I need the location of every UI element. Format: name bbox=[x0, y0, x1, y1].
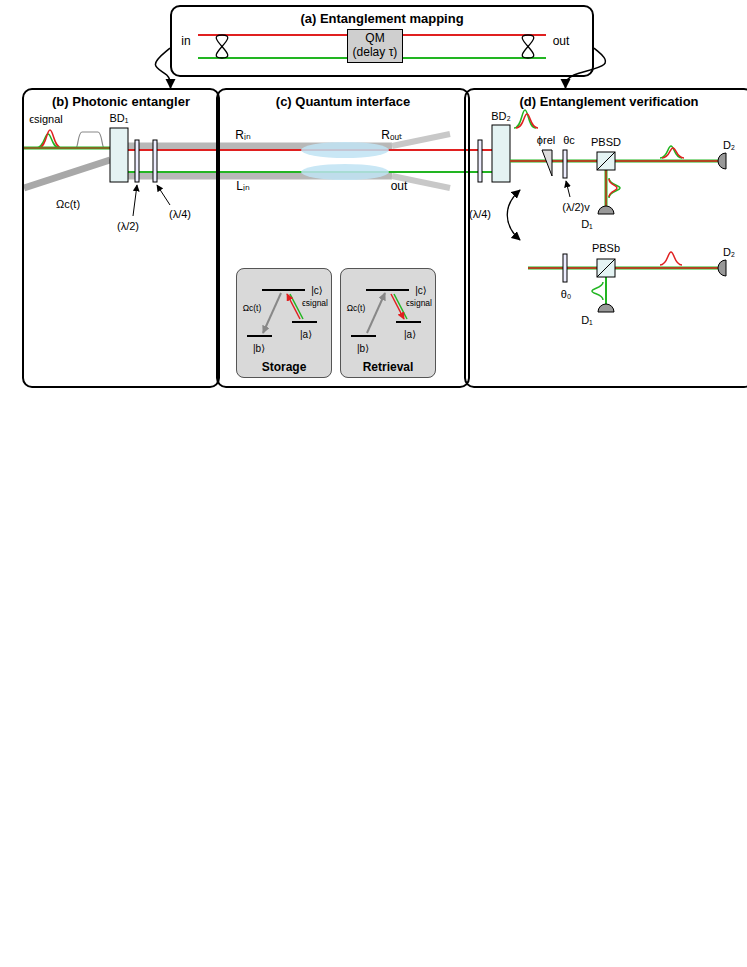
figure-label: D₂ bbox=[723, 246, 735, 258]
node-text: QM (delay τ) bbox=[350, 32, 400, 60]
figure-label: BD₂ bbox=[491, 110, 511, 122]
figure-label: |b⟩ bbox=[357, 343, 369, 354]
figure-label: |c⟩ bbox=[311, 285, 323, 296]
panel-box: (d) Entanglement verification bbox=[464, 88, 747, 388]
figure-label: |a⟩ bbox=[404, 329, 416, 340]
figure-label: (λ/4) bbox=[169, 208, 191, 220]
node-text: (b) Photonic entangler bbox=[24, 90, 218, 109]
figure-label: D₁ bbox=[581, 314, 593, 326]
figure-label: Lᵢₙ bbox=[236, 180, 249, 193]
figure-label: ϵsignal bbox=[406, 299, 432, 308]
figure-label: θ₀ bbox=[561, 288, 572, 300]
curved-arrow bbox=[155, 48, 170, 88]
curved-arrow bbox=[566, 48, 606, 88]
figure-label: PBSb bbox=[592, 242, 620, 254]
panel-box: (b) Photonic entangler bbox=[22, 88, 220, 388]
figure-label: (λ/2) bbox=[117, 220, 139, 232]
figure-label: θc bbox=[563, 134, 575, 146]
figure-label: out bbox=[553, 35, 570, 48]
figure-label: |c⟩ bbox=[415, 285, 427, 296]
node-text: (d) Entanglement verification bbox=[466, 90, 747, 109]
figure-label: Ωc(t) bbox=[347, 304, 366, 313]
storage-level-diagram bbox=[236, 268, 332, 378]
figure-label: (λ/4) bbox=[469, 208, 491, 220]
entangler-optics bbox=[24, 128, 492, 216]
figure-label: (λ/2)v bbox=[562, 201, 590, 213]
figure-label: |b⟩ bbox=[253, 343, 265, 354]
figure-label: Rₒᵤₜ bbox=[381, 129, 402, 142]
figure-label: ϕrel bbox=[537, 134, 555, 146]
figure-label: Rᵢₙ bbox=[235, 129, 250, 142]
figure-label: ϵsignal bbox=[302, 299, 328, 308]
node-text: Retrieval bbox=[363, 360, 414, 374]
figure-label: Ωc(t) bbox=[243, 304, 262, 313]
figure-label: D₁ bbox=[581, 218, 593, 230]
figure-label: ϵsignal bbox=[29, 113, 63, 125]
figure-label: out bbox=[391, 180, 408, 193]
memory-box: QM (delay τ) bbox=[347, 29, 403, 63]
panel-box: (a) Entanglement mapping QM (delay τ) bbox=[170, 5, 594, 77]
figure-label: BD₁ bbox=[110, 112, 129, 124]
node-text: (c) Quantum interface bbox=[218, 90, 468, 109]
node-text: (a) Entanglement mapping bbox=[172, 7, 592, 26]
figure-label: in bbox=[181, 35, 190, 48]
node-text: Storage bbox=[262, 360, 307, 374]
retrieval-level-diagram bbox=[340, 268, 436, 378]
figure-label: PBSD bbox=[591, 136, 621, 148]
figure-label: D₂ bbox=[723, 139, 735, 151]
figure-label: |a⟩ bbox=[300, 329, 312, 340]
figure-label: Ωc(t) bbox=[56, 198, 80, 210]
atomic-ensembles bbox=[301, 142, 389, 180]
verification-optics bbox=[478, 110, 726, 312]
